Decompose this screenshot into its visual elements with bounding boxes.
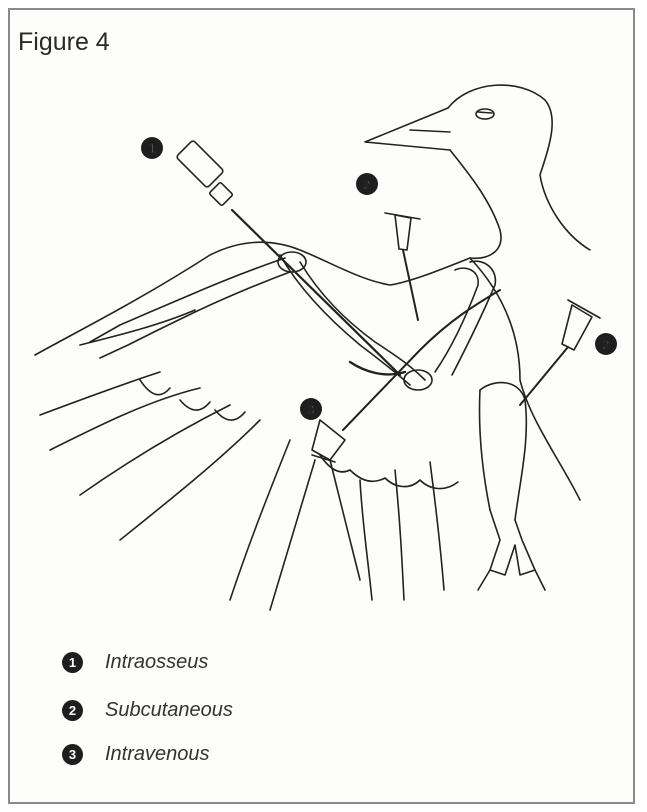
svg-text:3: 3	[307, 402, 314, 417]
legend-badge: 3	[62, 744, 83, 765]
bird-wing	[35, 242, 470, 610]
svg-text:2: 2	[363, 177, 370, 192]
legend-label: Intravenous	[105, 743, 210, 766]
callout-3: 3	[300, 398, 322, 420]
bird-body	[320, 258, 580, 600]
legend-item-intravenous: 3 Intravenous	[62, 743, 210, 766]
legend-item-subcutaneous: 2 Subcutaneous	[62, 699, 233, 722]
legend-badge: 1	[62, 652, 83, 673]
svg-text:1: 1	[148, 141, 155, 156]
legend-label: Subcutaneous	[105, 699, 233, 722]
subcutaneous-needle-neck	[385, 213, 420, 320]
svg-text:2: 2	[602, 337, 609, 352]
legend-label: Intraosseus	[105, 651, 208, 674]
callout-1: 1	[141, 137, 163, 159]
subcutaneous-needle-leg	[520, 300, 600, 405]
legend-badge: 2	[62, 700, 83, 721]
legend-item-intraosseus: 1 Intraosseus	[62, 651, 208, 674]
bird-leg	[478, 383, 545, 590]
wing-bones	[90, 252, 495, 390]
callout-2-neck: 2	[356, 173, 378, 195]
callout-2-leg: 2	[595, 333, 617, 355]
